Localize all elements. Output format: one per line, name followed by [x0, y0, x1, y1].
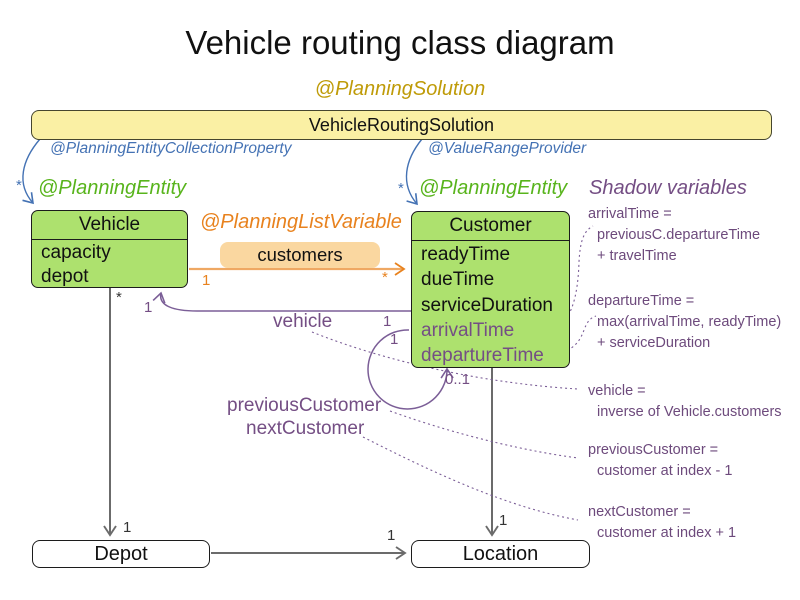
next-customer-relation-label: nextCustomer: [246, 418, 365, 439]
note-line: inverse of Vehicle.customers: [597, 404, 782, 420]
vehicle-attr-capacity: capacity: [41, 242, 111, 263]
depot-class-name: Depot: [94, 543, 148, 565]
value-range-provider-annotation: @ValueRangeProvider: [428, 140, 587, 157]
customer-attr-departure-time: departureTime: [421, 345, 544, 367]
page-title: Vehicle routing class diagram: [185, 24, 615, 61]
note-line: max(arrivalTime, readyTime): [597, 314, 782, 330]
note-line: previousC.departureTime: [597, 227, 761, 243]
note-line: departureTime =: [588, 293, 695, 309]
note-line: + serviceDuration: [597, 335, 711, 351]
planning-list-variable-annotation: @PlanningListVariable: [200, 211, 402, 233]
location-class: Location: [411, 540, 590, 568]
customer-class: Customer readyTime dueTime serviceDurati…: [411, 211, 570, 368]
vehicle-attr-depot: depot: [41, 266, 89, 287]
customers-list-variable-label: customers: [257, 244, 343, 265]
vehicle-routing-solution-class-name: VehicleRoutingSolution: [308, 115, 495, 135]
multiplicity-depot-one: 1: [123, 519, 132, 536]
note-line: previousCustomer =: [588, 442, 719, 458]
multiplicity-depot-star: *: [116, 289, 122, 306]
vehicle-leader-line: [311, 331, 579, 390]
location-class-name: Location: [462, 543, 539, 565]
vehicle-association-line: [152, 291, 411, 312]
next-customer-leader-line: [362, 436, 579, 521]
depot-class: Depot: [32, 540, 210, 568]
planning-entity-collection-property-annotation: @PlanningEntityCollectionProperty: [50, 140, 292, 157]
chain-self-loop: [367, 329, 454, 410]
customer-attr-due-time: dueTime: [421, 269, 495, 291]
multiplicity-location-one-depot: 1: [387, 527, 396, 544]
multiplicity-vehicle-one-left: 1: [144, 299, 153, 316]
multiplicity-customers-one: 1: [202, 272, 211, 289]
note-line: customer at index + 1: [597, 525, 737, 541]
vehicle-note: vehicle = inverse of Vehicle.customers: [588, 381, 800, 423]
previous-customer-relation-label: previousCustomer: [227, 395, 382, 416]
multiplicity-vehicles-star: *: [16, 177, 22, 194]
planning-solution-annotation: @PlanningSolution: [314, 78, 486, 100]
planning-entity-arrow-left: [22, 138, 41, 205]
note-line: customer at index - 1: [597, 463, 733, 479]
customers-list-variable: customers: [220, 242, 380, 268]
next-customer-note: nextCustomer = customer at index + 1: [588, 502, 800, 544]
vehicle-class-name: Vehicle: [32, 211, 187, 240]
previous-customer-note: previousCustomer = customer at index - 1: [588, 440, 800, 482]
multiplicity-customers-star-blue: *: [398, 180, 404, 197]
note-line: + travelTime: [597, 248, 677, 264]
note-line: nextCustomer =: [588, 504, 691, 520]
multiplicity-location-one-customer: 1: [499, 512, 508, 529]
note-line: arrivalTime =: [588, 206, 672, 222]
customer-attr-ready-time: readyTime: [421, 244, 511, 265]
shadow-variables-heading: Shadow variables: [589, 177, 747, 199]
planning-entity-arrow-right: [405, 138, 423, 206]
multiplicity-chain-one: 1: [390, 331, 399, 348]
vehicle-class: Vehicle capacity depot: [31, 210, 188, 288]
departure-time-note: departureTime = max(arrivalTime, readyTi…: [588, 291, 800, 354]
arrival-time-note: arrivalTime = previousC.departureTime + …: [588, 204, 800, 267]
previous-customer-leader-line: [389, 410, 579, 459]
vehicle-relation-label: vehicle: [273, 311, 333, 332]
customer-attr-arrival-time: arrivalTime: [421, 319, 515, 341]
planning-entity-annotation-vehicle: @PlanningEntity: [38, 177, 187, 199]
customer-attr-service-duration: serviceDuration: [421, 294, 553, 316]
multiplicity-customers-star: *: [382, 269, 388, 286]
customer-class-name: Customer: [412, 212, 569, 241]
note-line: vehicle =: [588, 383, 646, 399]
vehicle-routing-solution-class: VehicleRoutingSolution: [31, 110, 772, 140]
multiplicity-chain-zero-one: 0..1: [445, 371, 471, 388]
multiplicity-vehicle-one-right: 1: [383, 313, 392, 330]
planning-entity-annotation-customer: @PlanningEntity: [419, 177, 568, 199]
